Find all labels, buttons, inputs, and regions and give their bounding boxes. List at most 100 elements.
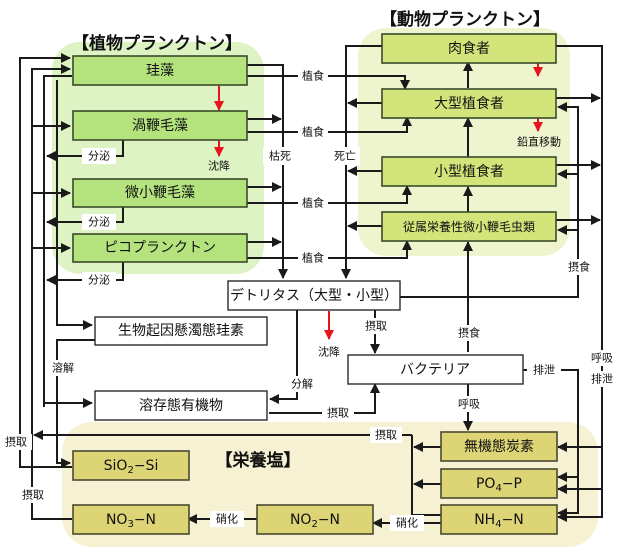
po4-box[interactable]: PO4−P	[440, 468, 558, 499]
respiration-label-zoo: 呼吸	[586, 350, 618, 366]
ingestion-detritus-line	[400, 102, 579, 298]
heterotrophic-flagellate-box[interactable]: 従属栄養性微小鞭毛虫類	[381, 211, 557, 242]
decomposition-label: 分解	[288, 376, 320, 392]
svg-text:摂取: 摂取	[327, 406, 349, 420]
secretion-picoplankton-arrow	[46, 262, 124, 285]
dinoflagellate-box[interactable]: 渦鞭毛藻	[72, 110, 248, 141]
zooplankton-title: 【動物プランクトン】	[380, 9, 550, 30]
svg-text:呼吸: 呼吸	[458, 398, 480, 411]
carnivore-label: 肉食者	[448, 40, 490, 57]
svg-text:死亡: 死亡	[334, 149, 356, 163]
small-herbivore-box[interactable]: 小型植食者	[381, 156, 557, 187]
large-herbivore-label: 大型植食者	[434, 95, 504, 112]
carnivore-box[interactable]: 肉食者	[381, 33, 557, 64]
uptake-label-nutrients: 摂取	[370, 427, 402, 443]
death-label: 死亡	[330, 147, 360, 165]
microflagellate-box[interactable]: 微小鞭毛藻	[72, 178, 248, 208]
detritus-label: デトリタス（大型・小型）	[230, 287, 398, 304]
grazing-label-2: 植食	[298, 124, 328, 140]
svg-text:植食: 植食	[302, 69, 324, 83]
svg-text:摂取: 摂取	[375, 428, 397, 442]
uptake-label-left-1: 摂取	[2, 434, 32, 450]
dissolution-arrow	[56, 339, 95, 468]
uptake-label-dom: 摂取	[322, 405, 354, 421]
svg-text:摂食: 摂食	[458, 326, 480, 340]
svg-text:排泄: 排泄	[591, 372, 613, 386]
excretion-label-zoo: 排泄	[586, 371, 618, 387]
nitrification-label-2: 硝化	[210, 511, 244, 527]
death-line	[341, 45, 384, 279]
secretion-dinoflagellate-arrow	[46, 140, 124, 161]
diatom-to-biogenic-silica-arrow	[56, 80, 93, 330]
uptake-no3-to-diatom-arrow	[31, 64, 71, 515]
bacteria-box[interactable]: バクテリア	[347, 354, 524, 385]
grazing-label-3: 植食	[298, 195, 328, 211]
nutrients-title: 【栄養塩】	[216, 450, 301, 471]
ingestion-label-bacteria: 摂食	[453, 325, 485, 341]
grazing-label-1: 植食	[298, 68, 328, 84]
detritus-box[interactable]: デトリタス（大型・小型）	[227, 280, 401, 311]
svg-text:摂取: 摂取	[22, 488, 44, 502]
nh4-box[interactable]: NH4−N	[440, 504, 558, 535]
biogenic-silica-box[interactable]: 生物起因懸濁態珪素	[94, 316, 268, 346]
respiration-excretion-line	[556, 45, 603, 522]
picoplankton-label: ピコプランクトン	[104, 240, 216, 256]
secretion-label-2: 分泌	[82, 214, 116, 230]
dic-box[interactable]: 無機態炭素	[440, 431, 558, 462]
withering-label: 枯死	[263, 147, 297, 165]
svg-text:摂取: 摂取	[365, 319, 387, 333]
vertical-migration-label: 鉛直移動	[517, 135, 561, 149]
biogenic-silica-label: 生物起因懸濁態珪素	[118, 323, 244, 339]
excretion-label-bacteria: 排泄	[527, 362, 561, 378]
dissolution-label: 溶解	[48, 360, 78, 376]
dom-to-bacteria-arrow	[269, 383, 380, 414]
bacteria-label: バクテリア	[400, 362, 470, 378]
phytoplankton-title: 【植物プランクトン】	[72, 33, 242, 54]
sio2-label: SiO2−Si	[104, 458, 159, 476]
dom-label: 溶存態有機物	[139, 398, 223, 414]
secretion-microflagellate-arrow	[46, 207, 124, 227]
uptake-label-detritus: 摂取	[360, 318, 392, 334]
large-herbivore-box[interactable]: 大型植食者	[381, 88, 557, 119]
microflagellate-label: 微小鞭毛藻	[125, 185, 195, 201]
grazing-label-4: 植食	[298, 250, 328, 266]
svg-text:植食: 植食	[302, 251, 324, 265]
svg-text:硝化: 硝化	[396, 516, 418, 530]
svg-text:枯死: 枯死	[269, 149, 291, 163]
no2-box[interactable]: NO2−N	[256, 504, 374, 535]
uptake-sio2-to-diatom-arrow	[19, 53, 71, 430]
dom-loop-line	[43, 75, 72, 407]
svg-text:植食: 植食	[302, 196, 324, 210]
sio2-box[interactable]: SiO2−Si	[72, 450, 190, 481]
svg-text:呼吸: 呼吸	[591, 352, 613, 365]
svg-text:分泌: 分泌	[88, 274, 110, 287]
dic-label: 無機態炭素	[464, 439, 534, 455]
no3-box[interactable]: NO3−N	[72, 504, 190, 535]
nitrification-label-1: 硝化	[390, 515, 424, 531]
dom-box[interactable]: 溶存態有機物	[94, 390, 268, 421]
sinking-label-phyto: 沈降	[208, 159, 230, 173]
svg-text:排泄: 排泄	[533, 363, 555, 377]
no3-uptake-line	[31, 500, 72, 520]
svg-text:分解: 分解	[291, 377, 313, 391]
svg-text:摂食: 摂食	[568, 260, 590, 274]
svg-text:植食: 植食	[302, 125, 324, 139]
respiration-label-bacteria: 呼吸	[453, 396, 485, 412]
po4-label: PO4−P	[476, 476, 522, 494]
heterotrophic-flagellate-label: 従属栄養性微小鞭毛虫類	[403, 219, 535, 234]
ingestion-label-detritus: 摂食	[563, 259, 595, 275]
svg-text:硝化: 硝化	[216, 512, 238, 526]
picoplankton-box[interactable]: ピコプランクトン	[72, 233, 248, 263]
secretion-label-3: 分泌	[82, 272, 116, 288]
uptake-label-left-2: 摂取	[18, 487, 48, 503]
no2-label: NO2−N	[290, 512, 340, 530]
sinking-label-detritus: 沈降	[318, 345, 340, 359]
secretion-label-1: 分泌	[82, 148, 116, 164]
diatom-box[interactable]: 珪藻	[72, 55, 248, 86]
dinoflagellate-label: 渦鞭毛藻	[132, 118, 188, 134]
withering-line	[247, 64, 288, 279]
zooplankton-region	[358, 28, 570, 256]
svg-text:分泌: 分泌	[88, 150, 110, 163]
svg-text:分泌: 分泌	[88, 216, 110, 229]
